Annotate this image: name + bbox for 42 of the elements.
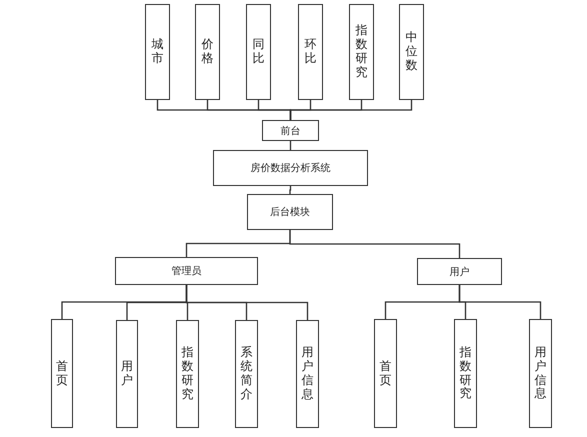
connector-line — [458, 285, 542, 319]
connector-line — [186, 285, 308, 320]
module-label: 首页 — [380, 360, 392, 388]
process-box — [115, 257, 258, 285]
module-label: 用户信息 — [534, 346, 546, 402]
connector-line — [289, 230, 460, 258]
module-box — [374, 319, 397, 428]
module-box — [296, 320, 319, 428]
box-label: 房价数据分析系统 — [250, 162, 330, 175]
module-label: 指数研究 — [356, 24, 368, 80]
connector-line — [290, 100, 412, 120]
process-box — [262, 120, 319, 141]
module-label: 城市 — [152, 38, 164, 66]
module-box — [529, 319, 552, 428]
process-box — [417, 258, 502, 285]
module-box — [195, 4, 220, 100]
module-label: 系统简介 — [240, 346, 252, 402]
module-label: 价格 — [202, 38, 214, 66]
box-label: 管理员 — [172, 265, 202, 278]
module-box — [145, 4, 170, 100]
process-box — [213, 150, 368, 186]
module-label: 中位数 — [406, 31, 418, 73]
module-label: 指数研究 — [182, 346, 194, 402]
module-box — [399, 4, 424, 100]
module-box — [235, 320, 258, 428]
box-label: 前台 — [280, 124, 300, 138]
process-box — [247, 194, 333, 230]
module-box — [176, 320, 199, 428]
box-label: 用户 — [450, 266, 470, 278]
module-label: 首页 — [56, 360, 68, 388]
module-label: 指数研究 — [460, 346, 472, 402]
box-label: 后台模块 — [270, 206, 310, 219]
module-label: 用户 — [121, 360, 133, 388]
module-box — [349, 4, 374, 100]
module-label: 环比 — [304, 38, 316, 66]
module-box — [246, 4, 271, 100]
module-label: 用户信息 — [302, 346, 314, 402]
module-box — [298, 4, 323, 100]
module-box — [51, 319, 73, 428]
module-box — [116, 320, 138, 428]
module-box — [454, 319, 477, 428]
module-label: 同比 — [252, 38, 264, 66]
